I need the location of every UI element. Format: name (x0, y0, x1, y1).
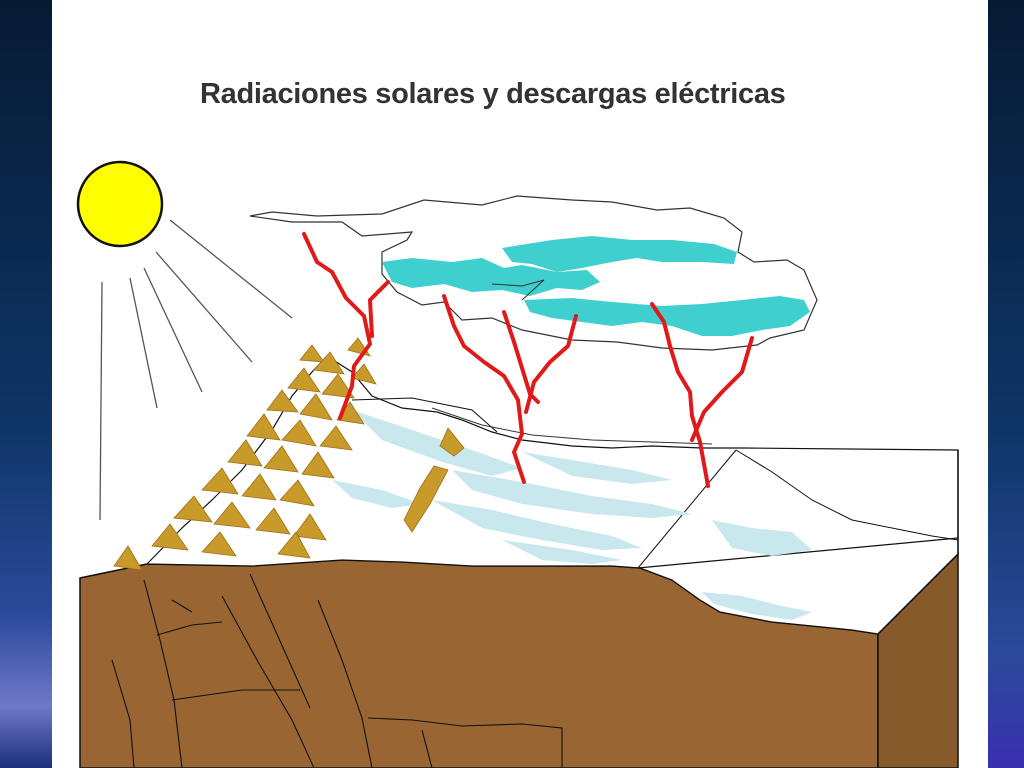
slide-title: Radiaciones solares y descargas eléctric… (200, 78, 786, 110)
sun-rays (99, 219, 293, 521)
slide-background-right (988, 0, 1024, 768)
slide-canvas: Radiaciones solares y descargas eléctric… (52, 0, 988, 768)
slide-background-left (0, 0, 52, 768)
ice-streaks (332, 410, 812, 620)
sun-icon (76, 160, 164, 248)
diagram-illustration (76, 160, 959, 768)
mountain-icon (113, 337, 465, 571)
cloud-icon (249, 195, 818, 351)
soil-block (79, 552, 959, 768)
lightning-bolt-icon (302, 232, 754, 488)
